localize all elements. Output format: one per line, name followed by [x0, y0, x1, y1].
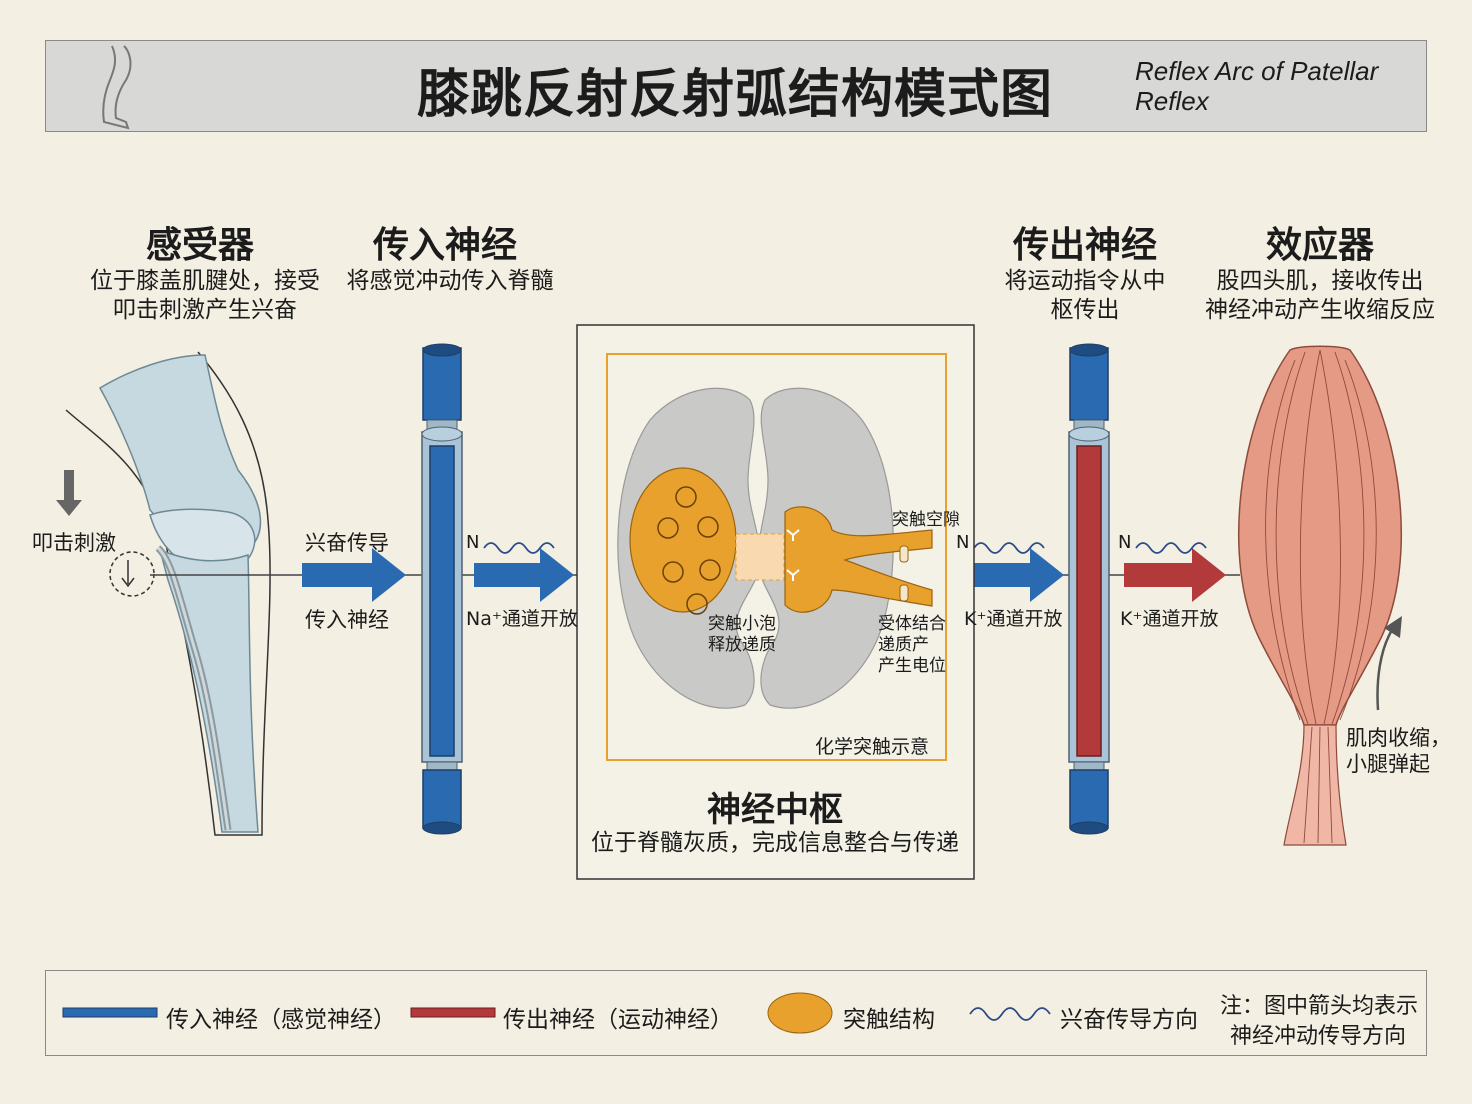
chem-synapse-caption: 化学突触示意 — [815, 736, 930, 758]
receptor-heading: 感受器 — [145, 225, 254, 266]
legend-direction-label: 兴奋传导方向 — [1060, 1007, 1198, 1033]
receptor-desc-2: 叩击刺激产生兴奋 — [113, 297, 297, 323]
chem-synapse-box — [606, 353, 947, 761]
wave-icon — [1135, 542, 1207, 554]
legend-synapse-label: 突触结构 — [843, 1007, 935, 1033]
title-bar — [45, 40, 1427, 132]
vesicle-label-2: 释放递质 — [708, 635, 776, 655]
legend-afferent-swatch — [62, 1007, 158, 1018]
stimulus-label: 叩击刺激 — [32, 531, 116, 555]
arrow-efferent-2-icon — [1124, 548, 1226, 602]
n-mark: N — [1118, 532, 1132, 553]
muscle-label-2: 小腿弹起 — [1346, 752, 1430, 776]
effector-desc-2: 神经冲动产生收缩反应 — [1205, 297, 1435, 323]
vesicle-label-1: 突触小泡 — [708, 614, 776, 634]
n-mark: N — [956, 532, 970, 553]
efferent-nerve-fiber — [1068, 343, 1110, 835]
receptor-binding-label-2: 递质产 — [878, 635, 929, 655]
k-channel-label-2: K⁺通道开放 — [1120, 608, 1219, 630]
effector-heading: 效应器 — [1265, 225, 1374, 266]
stimulus-arrow-icon — [56, 470, 82, 516]
na-channel-label: Na⁺通道开放 — [466, 608, 578, 630]
effector-desc-1: 股四头肌，接收传出 — [1216, 268, 1424, 294]
arrow-efferent-1-icon — [964, 548, 1064, 602]
english-title: Reflex Arc of Patellar Reflex — [1135, 56, 1379, 116]
legend-synapse-swatch — [767, 992, 833, 1034]
efferent-desc-2: 枢传出 — [1050, 297, 1120, 323]
quadriceps-muscle — [1238, 345, 1402, 846]
afferent-nerve-fiber — [421, 343, 463, 835]
efferent-heading: 传出神经 — [1012, 225, 1157, 266]
contraction-arrow-icon — [1376, 629, 1394, 711]
legend-efferent-swatch — [410, 1007, 496, 1018]
legend-note-1: 注：图中箭头均表示 — [1220, 994, 1419, 1019]
afferent-heading: 传入神经 — [372, 225, 517, 266]
page-title: 膝跳反射反射弧结构模式图 — [416, 65, 1053, 125]
knee-illustration — [65, 351, 271, 836]
leg-icon — [102, 45, 132, 130]
receptor-binding-label-3: 产生电位 — [878, 656, 946, 676]
afferent-desc: 将感觉冲动传入脊髓 — [346, 268, 554, 294]
legend-efferent-label: 传出神经（运动神经） — [503, 1007, 733, 1033]
wave-icon — [973, 542, 1045, 554]
center-desc: 位于脊髓灰质，完成信息整合与传递 — [591, 830, 959, 856]
center-heading: 神经中枢 — [707, 790, 843, 830]
contraction-arrowhead-icon — [1384, 616, 1402, 638]
wave-icon — [483, 542, 555, 554]
efferent-desc-1: 将运动指令从中 — [1004, 268, 1166, 294]
k-channel-label-1: K⁺通道开放 — [964, 608, 1063, 630]
legend-afferent-label: 传入神经（感觉神经） — [166, 1007, 396, 1033]
arrow-afferent-1-icon — [302, 548, 406, 602]
n-mark: N — [466, 532, 480, 553]
afferent-nerve-label: 传入神经 — [305, 608, 389, 632]
excitation-conduction-label: 兴奋传导 — [305, 531, 389, 555]
synapse-structure — [629, 467, 933, 615]
receptor-binding-label-1: 受体结合 — [878, 614, 946, 634]
synaptic-cleft-label: 突触空隙 — [892, 510, 960, 530]
receptor-desc-1: 位于膝盖肌腱处，接受 — [90, 268, 320, 294]
arrow-afferent-2-icon — [474, 548, 574, 602]
muscle-label-1: 肌肉收缩， — [1346, 726, 1451, 750]
legend — [45, 970, 1427, 1056]
legend-wave-icon — [969, 1007, 1051, 1021]
legend-note-2: 神经冲动传导方向 — [1230, 1024, 1407, 1049]
